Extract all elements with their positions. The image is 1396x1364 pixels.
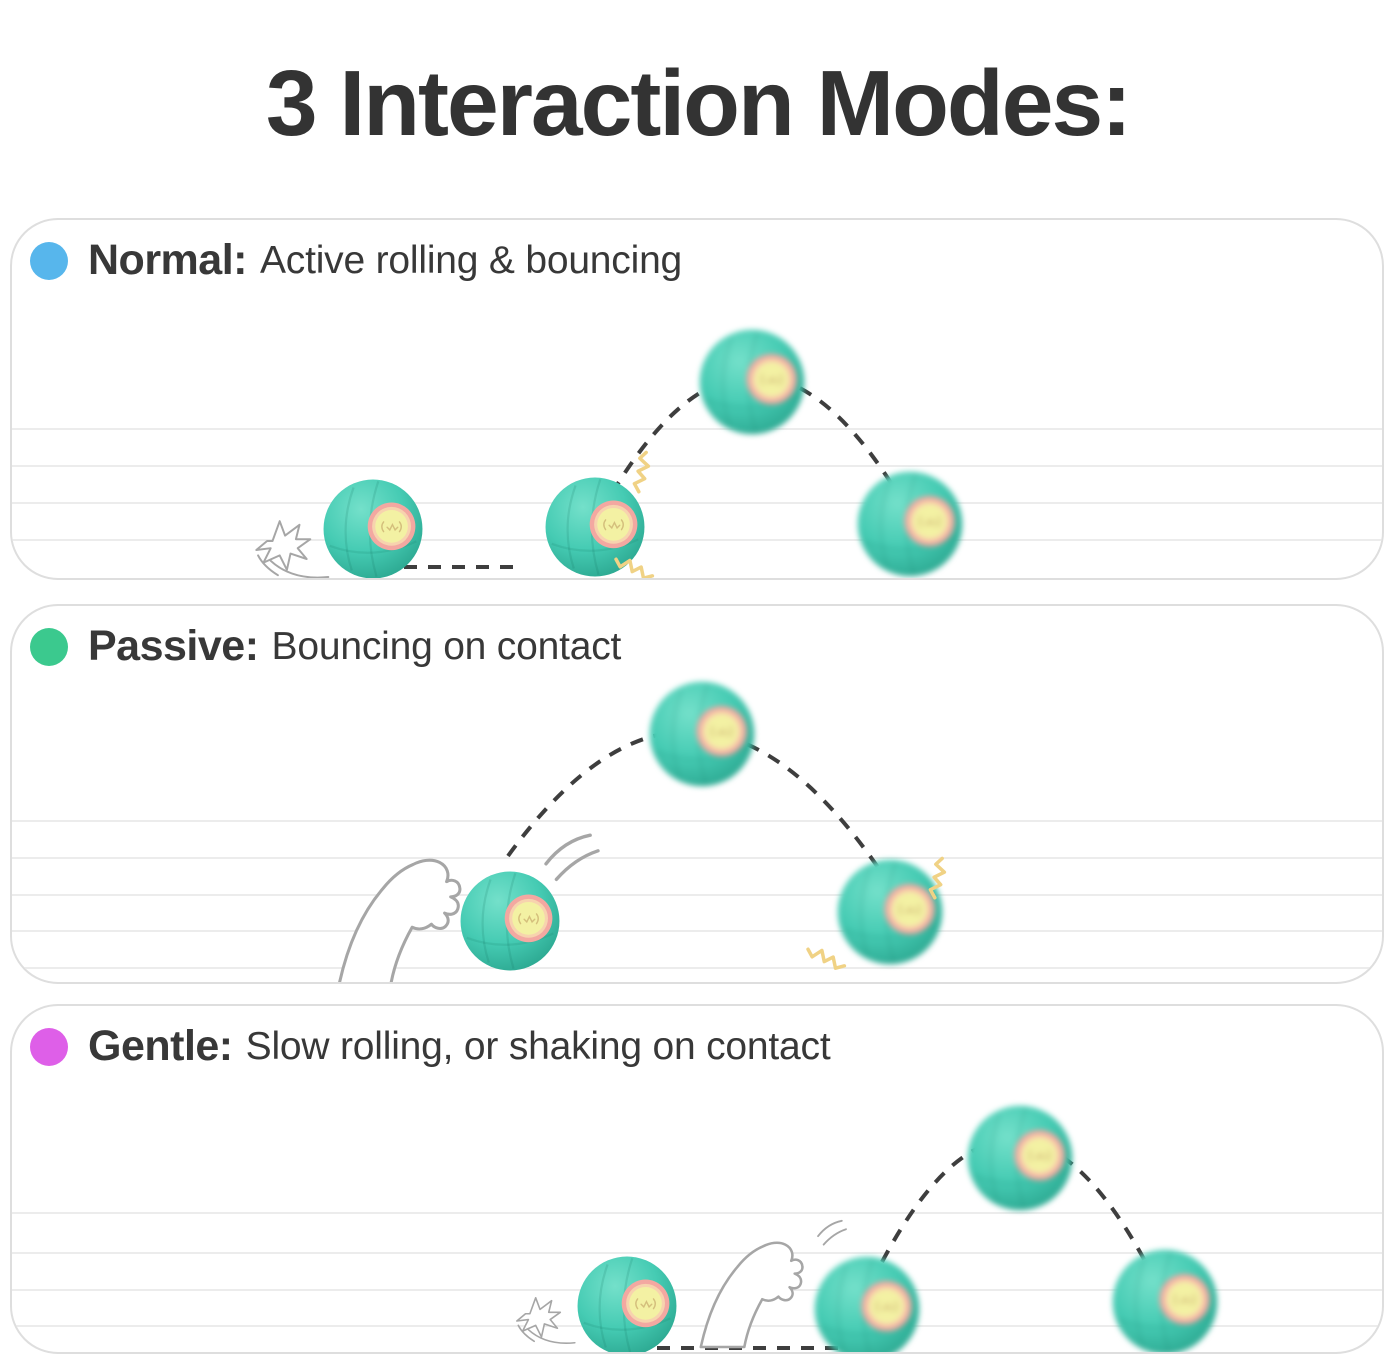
floor-line	[12, 539, 1382, 541]
smart-ball-bouncing	[1109, 1246, 1221, 1354]
mode-header-gentle: Gentle: Slow rolling, or shaking on cont…	[30, 1022, 831, 1071]
smart-ball	[574, 1253, 680, 1354]
floor-line	[12, 1252, 1382, 1254]
floor-line	[12, 1325, 1382, 1327]
floor-line	[12, 930, 1382, 932]
cat-paw-illustration	[688, 1212, 816, 1354]
mode-color-dot	[30, 241, 68, 280]
smart-ball-bouncing	[696, 326, 808, 438]
floor-line	[12, 894, 1382, 896]
smart-ball	[320, 476, 426, 580]
smart-ball-bouncing	[854, 468, 966, 580]
smart-ball-bouncing	[646, 678, 758, 790]
floor-line	[12, 857, 1382, 859]
floor-line	[12, 428, 1382, 430]
floor-line	[12, 1289, 1382, 1291]
mode-header-passive: Passive: Bouncing on contact	[30, 622, 621, 671]
mode-header-normal: Normal: Active rolling & bouncing	[30, 236, 682, 285]
page-title: 3 Interaction Modes:	[265, 51, 1132, 156]
floor-line	[12, 967, 1382, 969]
floor-line	[12, 820, 1382, 822]
mode-description: Bouncing on contact	[271, 624, 622, 668]
smart-ball-bouncing	[964, 1102, 1076, 1214]
mode-color-dot	[30, 1027, 68, 1066]
mode-panel-passive: Passive: Bouncing on contact	[10, 604, 1384, 984]
smart-ball-bouncing	[834, 856, 946, 968]
floor-line	[12, 1212, 1382, 1214]
cat-paw-illustration	[324, 832, 476, 984]
floor-line	[12, 502, 1382, 504]
smart-ball	[457, 868, 563, 974]
smart-ball-bouncing	[811, 1253, 923, 1354]
mode-label: Normal:	[88, 236, 247, 284]
mode-description: Active rolling & bouncing	[259, 238, 683, 282]
mode-description: Slow rolling, or shaking on contact	[245, 1024, 831, 1068]
mode-panel-gentle: Gentle: Slow rolling, or shaking on cont…	[10, 1004, 1384, 1354]
mode-color-dot	[30, 627, 68, 666]
mode-panel-normal: Normal: Active rolling & bouncing	[10, 218, 1384, 580]
mode-label: Passive:	[88, 622, 259, 670]
floor-line	[12, 465, 1382, 467]
motion-swish-icon	[808, 1218, 856, 1246]
mode-label: Gentle:	[88, 1022, 233, 1070]
